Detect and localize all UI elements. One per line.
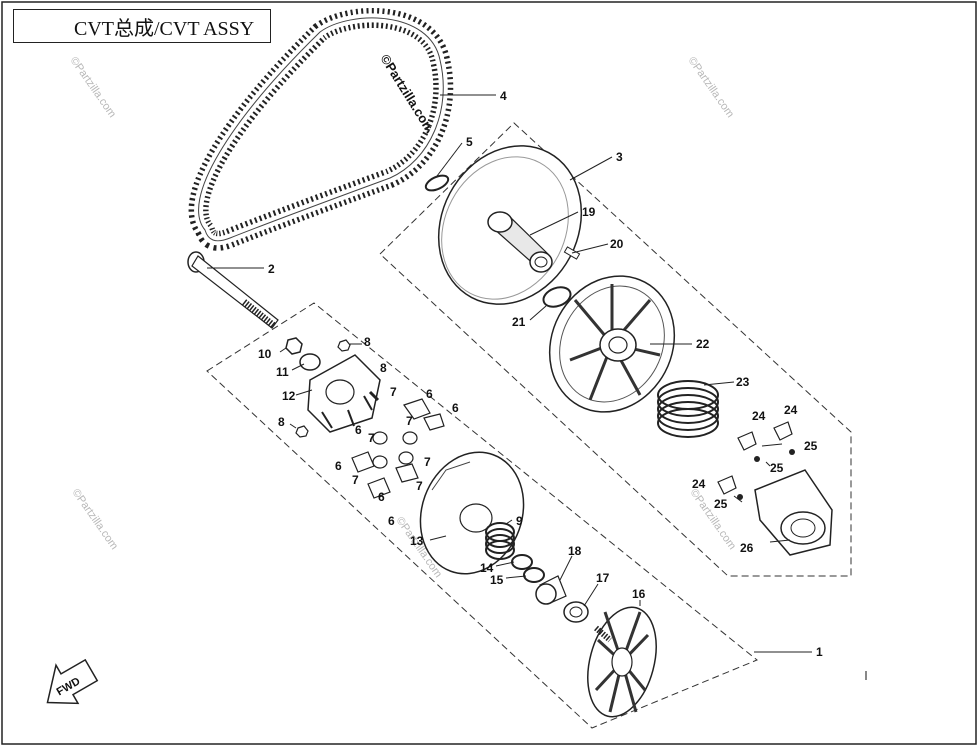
primary-clutch-outline (206, 302, 758, 729)
secondary-movable-sheave (548, 275, 676, 413)
bearing (535, 575, 567, 605)
callout-25: 25 (804, 439, 818, 453)
callout-12: 12 (282, 389, 296, 403)
callout-16: 16 (632, 587, 646, 601)
callout-labels: 1 2 3 4 5 6 6 6 6 6 6 7 7 7 7 7 7 8 8 8 … (258, 89, 823, 659)
callout-6: 6 (335, 459, 342, 473)
o-ring (424, 174, 450, 192)
helix-cam (754, 469, 833, 556)
callout-6: 6 (388, 514, 395, 528)
roller-slider (717, 421, 793, 495)
callout-3: 3 (616, 150, 623, 164)
callout-8: 8 (278, 415, 285, 429)
leader-lines (207, 94, 812, 653)
callout-22: 22 (696, 337, 710, 351)
spacer-ring (511, 554, 533, 570)
callout-14: 14 (480, 561, 494, 575)
fwd-arrow: FWD (46, 658, 99, 705)
callout-15: 15 (490, 573, 504, 587)
clutch-weight (351, 398, 445, 499)
callout-24: 24 (784, 403, 798, 417)
callout-1: 1 (816, 645, 823, 659)
roller-weight (372, 431, 418, 469)
callout-6: 6 (452, 401, 459, 415)
callout-13: 13 (410, 534, 424, 548)
spider-screw (368, 390, 380, 402)
bushing (563, 601, 589, 623)
callout-26: 26 (740, 541, 754, 555)
callout-25: 25 (714, 497, 728, 511)
callout-6: 6 (355, 423, 362, 437)
callout-7: 7 (352, 473, 359, 487)
spacer-ring (523, 567, 545, 583)
callout-6: 6 (378, 490, 385, 504)
callout-7: 7 (424, 455, 431, 469)
callout-9: 9 (516, 514, 523, 528)
watermark: ©Partzilla.com (688, 487, 739, 552)
secondary-spring (657, 380, 719, 438)
callout-8: 8 (364, 335, 371, 349)
callout-7: 7 (406, 414, 413, 428)
secondary-clutch-outline (379, 122, 852, 577)
callout-21: 21 (512, 315, 526, 329)
callout-10: 10 (258, 347, 272, 361)
watermark: ©Partzilla.com (686, 55, 737, 120)
washer (299, 353, 321, 371)
callout-4: 4 (500, 89, 507, 103)
watermark-dark: ©Partzilla.com (377, 52, 437, 136)
callout-23: 23 (736, 375, 750, 389)
callout-5: 5 (466, 135, 473, 149)
callout-19: 19 (582, 205, 596, 219)
watermark: ©Partzilla.com (68, 55, 119, 120)
hex-nut (285, 337, 303, 355)
primary-movable-sheave (419, 451, 525, 575)
callout-11: 11 (276, 365, 289, 379)
weight-nut (295, 339, 351, 438)
callout-8: 8 (380, 361, 387, 375)
callout-2: 2 (268, 262, 275, 276)
callout-7: 7 (390, 385, 397, 399)
screw (737, 449, 795, 500)
primary-spring (485, 522, 515, 560)
callout-6: 6 (426, 387, 433, 401)
callout-25: 25 (770, 461, 784, 475)
diagram-title-text: CVT总成/CVT ASSY (74, 17, 255, 40)
drive-belt (188, 7, 454, 251)
callout-24: 24 (692, 477, 706, 491)
primary-fixed-sheave (587, 606, 657, 718)
snap-ring (542, 286, 572, 308)
diagram-title: CVT总成/CVT ASSY (13, 9, 271, 43)
callout-18: 18 (568, 544, 582, 558)
watermark: ©Partzilla.com (70, 487, 121, 552)
callout-24: 24 (752, 409, 766, 423)
spider (307, 354, 381, 433)
center-bolt (187, 251, 279, 329)
callout-7: 7 (368, 431, 375, 445)
secondary-shaft (487, 211, 553, 273)
callout-17: 17 (596, 571, 610, 585)
callout-20: 20 (610, 237, 624, 251)
callout-7: 7 (416, 479, 423, 493)
